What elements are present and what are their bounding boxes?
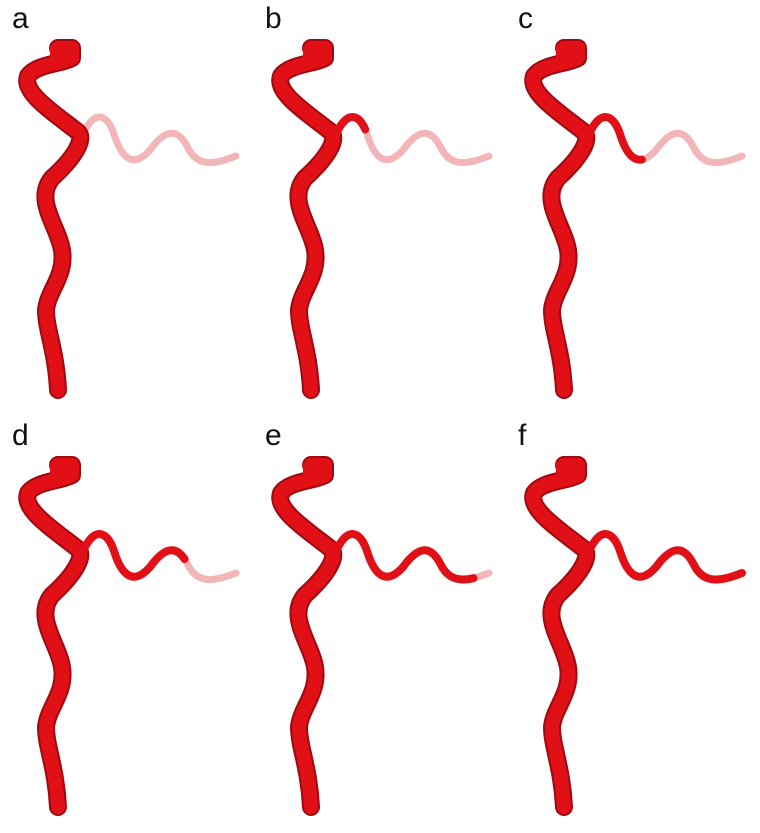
vessel-render-e [271, 456, 493, 816]
panel-label: d [12, 419, 29, 452]
vessel-trunk [526, 458, 594, 814]
panel-f: f [506, 417, 759, 833]
vessel-branch-filled [333, 113, 493, 167]
vessel-render-a [18, 39, 240, 399]
vessel-top-cap [303, 463, 327, 475]
panel-c: c [506, 0, 759, 416]
vessel-top-cap [556, 46, 580, 58]
vessel-branch-filled [586, 530, 746, 584]
vessel-trunk [526, 41, 594, 397]
vessel-render-b [271, 39, 493, 399]
panel-label: a [12, 2, 29, 35]
panel-d: d [0, 417, 253, 833]
panel-a: a [0, 0, 253, 416]
panel-label: e [265, 419, 282, 452]
vessel-branch-filled [333, 530, 493, 584]
panel-label: f [518, 419, 527, 452]
vessel-top-cap [50, 46, 74, 58]
vessel-top-cap [50, 463, 74, 475]
vessel-render-f [524, 456, 746, 816]
vessel-top-cap [556, 463, 580, 475]
vessel-branch-filled [586, 113, 746, 167]
vessel-trunk [273, 458, 341, 814]
vessel-trunk [20, 458, 88, 814]
panel-e: e [253, 417, 506, 833]
panel-label: c [518, 2, 533, 35]
vessel-render-c [524, 39, 746, 399]
vessel-top-cap [303, 46, 327, 58]
vessel-trunk [20, 41, 88, 397]
vessel-render-d [18, 456, 240, 816]
vessel-trunk [273, 41, 341, 397]
panel-label: b [265, 2, 282, 35]
vessel-branch-filled [80, 530, 240, 584]
vessel-branch-unfilled [80, 113, 240, 166]
panel-b: b [253, 0, 506, 416]
